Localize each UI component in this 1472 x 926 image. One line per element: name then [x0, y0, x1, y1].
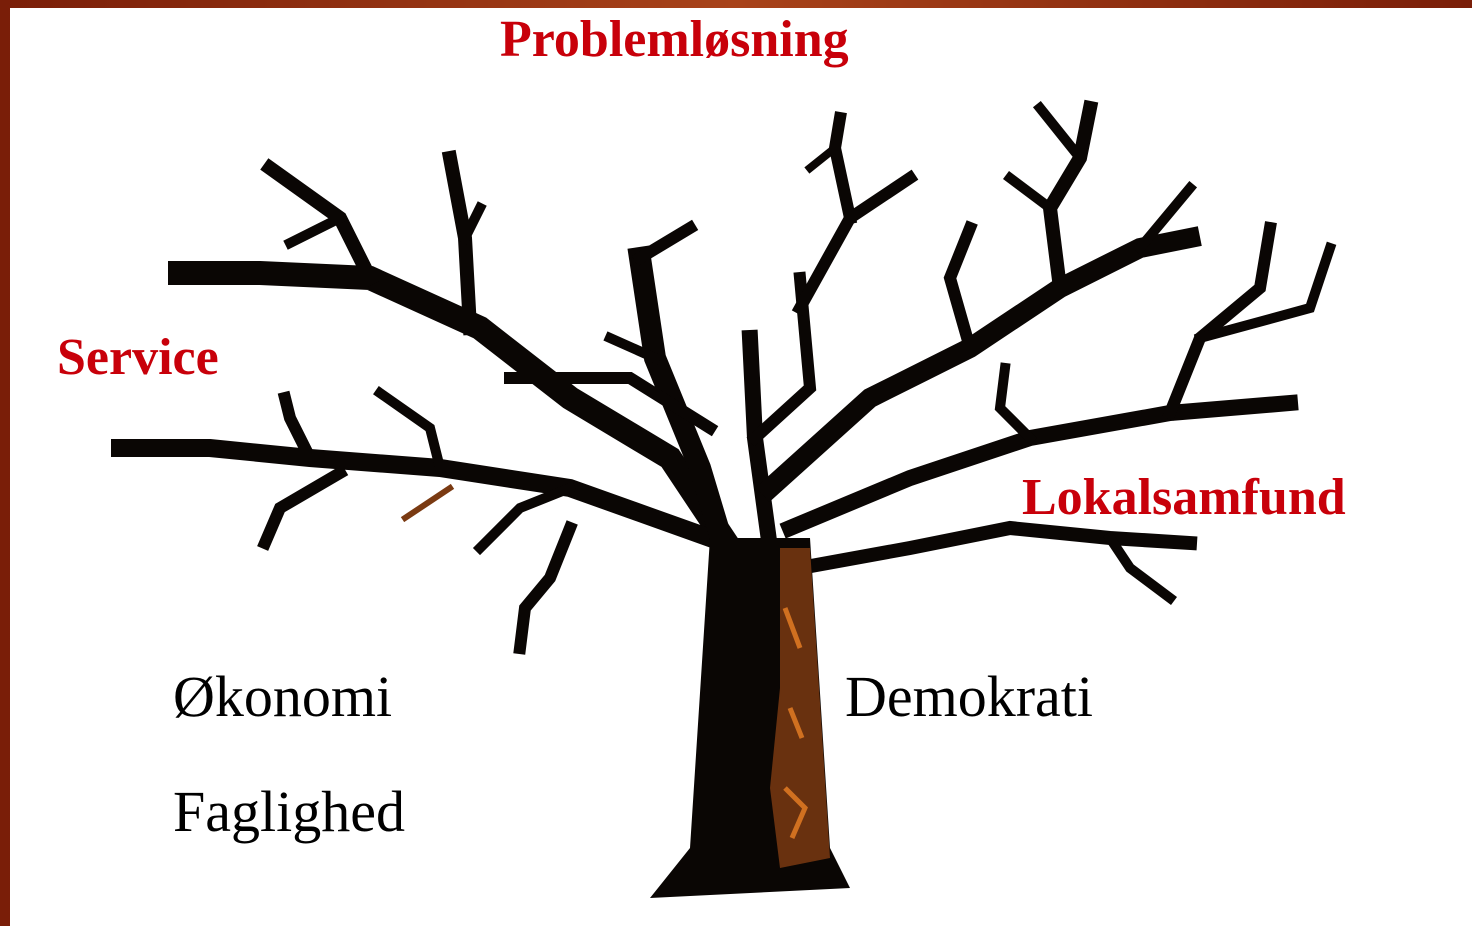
tree-branches [111, 99, 1337, 655]
label-okonomi: Økonomi [173, 664, 393, 729]
label-faglighed: Faglighed [173, 779, 405, 844]
slide-canvas: Problemløsning Service Lokalsamfund Økon… [10, 8, 1472, 926]
bark-highlights [782, 607, 808, 839]
label-problemlosning: Problemløsning [500, 11, 849, 68]
label-lokalsamfund: Lokalsamfund [1022, 469, 1346, 526]
tree-illustration [111, 99, 1337, 898]
label-service: Service [57, 329, 219, 386]
label-demokrati: Demokrati [845, 664, 1094, 729]
